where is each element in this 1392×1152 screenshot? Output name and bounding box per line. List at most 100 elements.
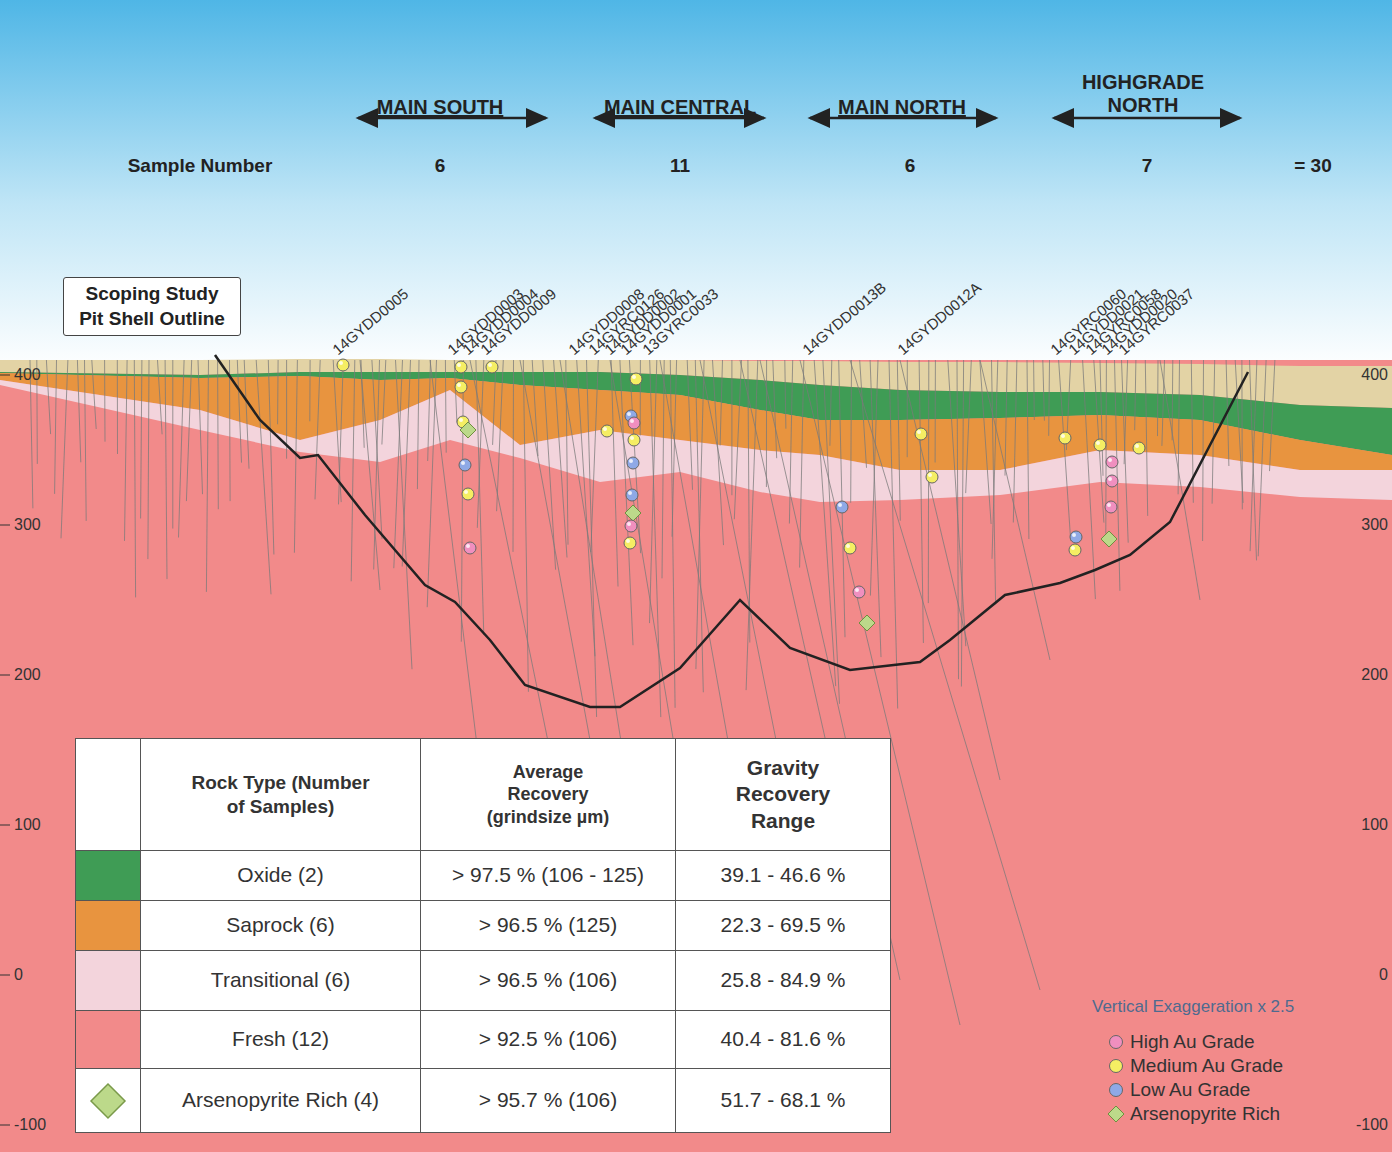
legend-cell: Fresh (12) [140, 1010, 421, 1069]
legend-text: Medium Au Grade [1130, 1055, 1283, 1077]
drill-trace [1145, 360, 1147, 516]
drill-trace [61, 360, 68, 538]
drill-trace [889, 360, 898, 709]
legend-text: Arsenopyrite Rich [1130, 1103, 1280, 1125]
column-header: Gravity Recovery Range [723, 755, 843, 834]
elevation-tick: 200 [1361, 666, 1388, 684]
table-value: 22.3 - 69.5 % [721, 912, 846, 938]
sample-dot [625, 520, 637, 532]
drill-trace [839, 360, 845, 637]
sample-dot [626, 489, 638, 501]
table-corner [75, 738, 141, 851]
drill-trace [104, 360, 105, 442]
dot-highlight [1108, 458, 1112, 462]
dot-highlight [1096, 441, 1100, 445]
drill-trace [961, 360, 963, 687]
legend-cell: Transitional (6) [140, 950, 421, 1011]
drill-trace [1258, 360, 1266, 556]
drill-trace [1160, 360, 1200, 600]
drill-trace [860, 360, 867, 468]
dot-highlight [626, 539, 630, 543]
legend-swatch [75, 950, 141, 1011]
drill-trace [134, 360, 135, 597]
drill-trace [1202, 360, 1204, 541]
drill-trace [244, 360, 249, 469]
drill-trace [85, 360, 87, 521]
sample-dot [627, 457, 639, 469]
drill-trace [1250, 360, 1257, 551]
table-value: 25.8 - 84.9 % [721, 967, 846, 993]
sample-dot [624, 537, 636, 549]
elevation-tick: 400 [1361, 366, 1388, 384]
table-header: Average Recovery (grindsize µm) [420, 738, 676, 851]
dot-highlight [459, 418, 463, 422]
section-name: MAIN CENTRAL [604, 96, 756, 119]
drill-trace [650, 360, 661, 717]
table-value: > 92.5 % (106) [479, 1026, 617, 1052]
dot-highlight [1108, 477, 1112, 481]
dot-highlight [464, 490, 468, 494]
table-cell: 51.7 - 68.1 % [675, 1068, 891, 1133]
drill-trace [92, 360, 96, 429]
drill-trace [907, 360, 908, 457]
elevation-tick: 200 [14, 666, 41, 684]
elevation-tick: 100 [14, 816, 41, 834]
section-name: HIGHGRADE NORTH [1078, 71, 1208, 117]
drill-trace [394, 360, 403, 568]
drill-trace [773, 360, 777, 458]
fresh-rock [0, 360, 1392, 1152]
arsenopyrite-diamond [1101, 531, 1117, 547]
drill-trace [198, 360, 203, 494]
sample-dot [1059, 432, 1071, 444]
table-value: > 95.7 % (106) [479, 1087, 617, 1113]
drill-trace [870, 360, 881, 657]
drill-trace [740, 360, 830, 760]
drill-trace [172, 360, 173, 529]
drill-trace [980, 360, 1050, 660]
drill-trace [1059, 360, 1071, 541]
sample-dot [601, 425, 613, 437]
drill-trace [992, 360, 996, 604]
legend-swatch [75, 850, 141, 901]
drill-trace [731, 360, 732, 495]
drill-trace [520, 360, 590, 740]
table-cell: 40.4 - 81.6 % [675, 1010, 891, 1069]
legend-cell: Saprock (6) [140, 900, 421, 951]
sample-dot [337, 359, 349, 371]
drill-trace [1135, 360, 1136, 430]
elevation-tick: 300 [14, 516, 41, 534]
drill-trace [720, 360, 722, 446]
drill-trace [470, 360, 560, 800]
legend-swatch [75, 1010, 141, 1069]
dot-symbol [1110, 1084, 1123, 1097]
drill-holes [30, 360, 1275, 1025]
dot-highlight [1135, 444, 1139, 448]
elevation-tick: 300 [1361, 516, 1388, 534]
table-cell: > 96.5 % (125) [420, 900, 676, 951]
row-heading: Sample Number [128, 155, 273, 177]
dot-highlight [627, 522, 631, 526]
legend-note: Vertical Exaggeration x 2.5 [1092, 997, 1294, 1017]
legend-swatch [88, 1081, 128, 1121]
sky [0, 0, 1392, 370]
drill-trace [428, 360, 431, 461]
dot-highlight [632, 375, 636, 379]
legend-cell: Oxide (2) [140, 850, 421, 901]
table-cell: > 95.7 % (106) [420, 1068, 676, 1133]
drill-trace [382, 360, 386, 445]
dot-highlight [1061, 434, 1065, 438]
legend-swatch [1107, 1033, 1125, 1051]
sample-dot [1133, 442, 1145, 454]
drill-trace [165, 360, 167, 579]
drill-trace [445, 360, 447, 453]
drill-trace [785, 360, 786, 429]
table-value: > 97.5 % (106 - 125) [452, 862, 644, 888]
sample-dot [464, 542, 476, 554]
sample-dot [836, 501, 848, 513]
diamond-symbol [91, 1084, 125, 1118]
drill-trace [897, 360, 900, 521]
legend-swatch [75, 900, 141, 951]
drill-trace [870, 360, 878, 596]
sample-dot [1106, 456, 1118, 468]
table-cell: 39.1 - 46.6 % [675, 850, 891, 901]
